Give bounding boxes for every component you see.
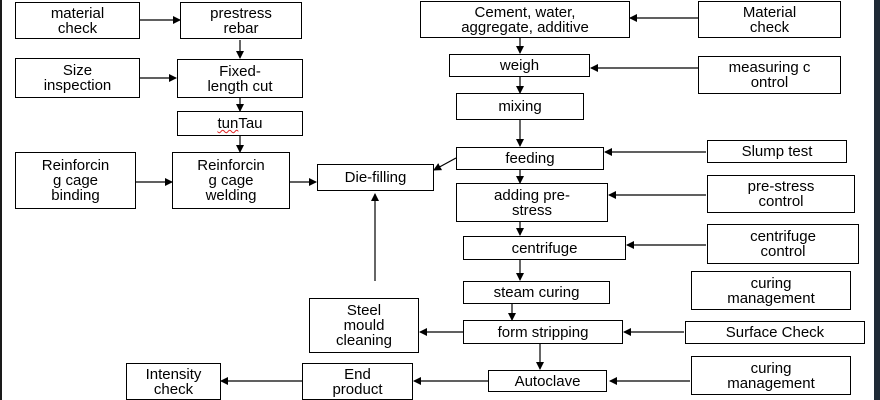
form-stripping-box: form stripping [463, 320, 623, 344]
curing-management-2-box: curing management [691, 356, 851, 395]
right-frame-edge [874, 0, 880, 400]
size-inspection-box: Size inspection [15, 58, 140, 98]
prestress-control-box: pre-stress control [707, 175, 855, 213]
reinforcing-cage-binding-box: Reinforcin g cage binding [15, 152, 136, 209]
intensity-check-box: Intensity check [126, 363, 221, 400]
cement-water-aggregate-box: Cement, water, aggregate, additive [420, 1, 630, 38]
mixing-box: mixing [456, 93, 584, 120]
left-frame-edge [0, 0, 2, 400]
centrifuge-control-box: centrifuge control [707, 224, 859, 264]
measuring-control-box: measuring c ontrol [698, 56, 841, 94]
prestress-rebar-box: prestress rebar [180, 2, 302, 39]
arrow-feeding-to-diefilling [433, 157, 457, 171]
feeding-box: feeding [456, 147, 604, 170]
die-filling-box: Die-filling [317, 164, 434, 191]
tun-tau-text-part-a: tun [217, 115, 239, 132]
material-check-left-box: material check [15, 2, 140, 39]
tun-tau-box: tun Tau [177, 111, 303, 136]
weigh-box: weigh [449, 54, 590, 77]
reinforcing-cage-welding-box: Reinforcin g cage welding [172, 152, 290, 209]
adding-prestress-box: adding pre- stress [456, 183, 608, 222]
centrifuge-box: centrifuge [463, 236, 626, 260]
surface-check-box: Surface Check [685, 321, 865, 344]
steam-curing-box: steam curing [463, 281, 610, 304]
curing-management-1-box: curing management [691, 271, 851, 310]
end-product-box: End product [302, 363, 413, 400]
fixed-length-cut-box: Fixed- length cut [177, 59, 303, 98]
autoclave-box: Autoclave [488, 370, 607, 392]
material-check-right-box: Material check [698, 1, 841, 38]
tun-tau-text-part-b: Tau [238, 115, 263, 132]
steel-mould-cleaning-box: Steel mould cleaning [309, 298, 419, 353]
slump-test-box: Slump test [707, 140, 847, 163]
